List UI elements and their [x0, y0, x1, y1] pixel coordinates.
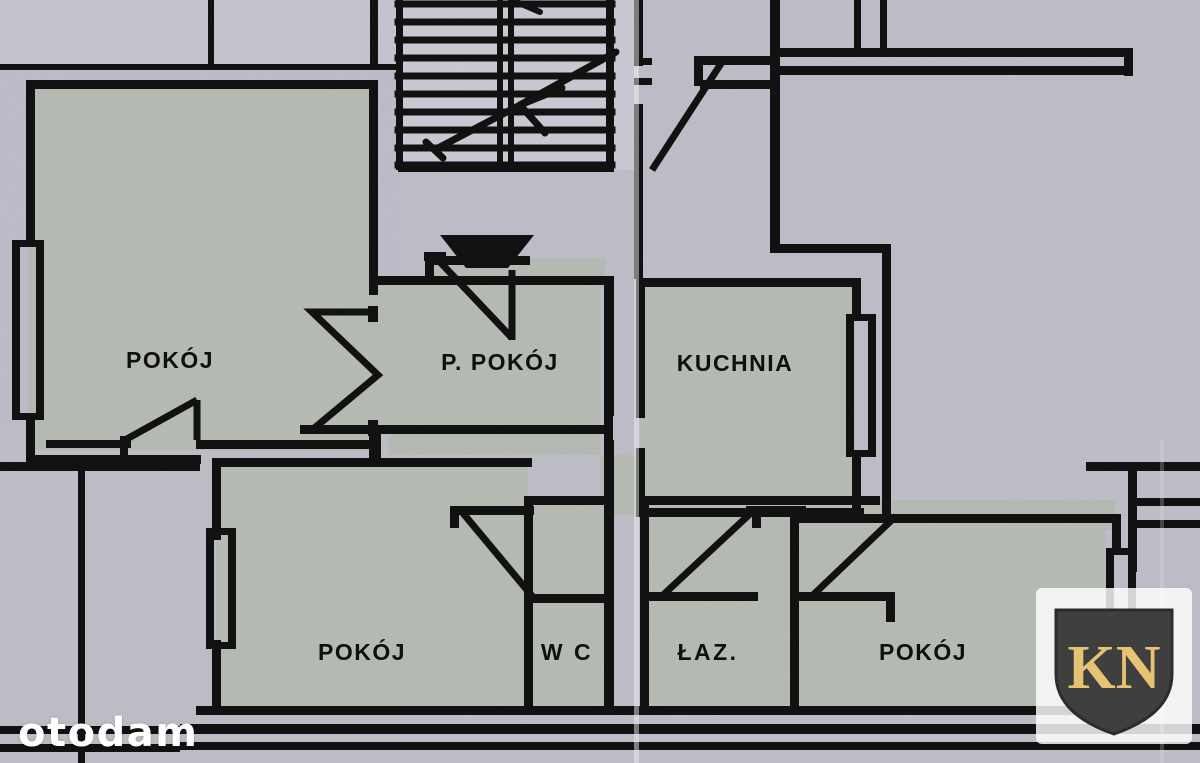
kn-monogram: KN: [1068, 634, 1161, 702]
otodam-watermark: otodam: [18, 710, 199, 756]
kn-agency-logo: KN: [1036, 588, 1192, 744]
shield-icon: [1054, 608, 1174, 736]
